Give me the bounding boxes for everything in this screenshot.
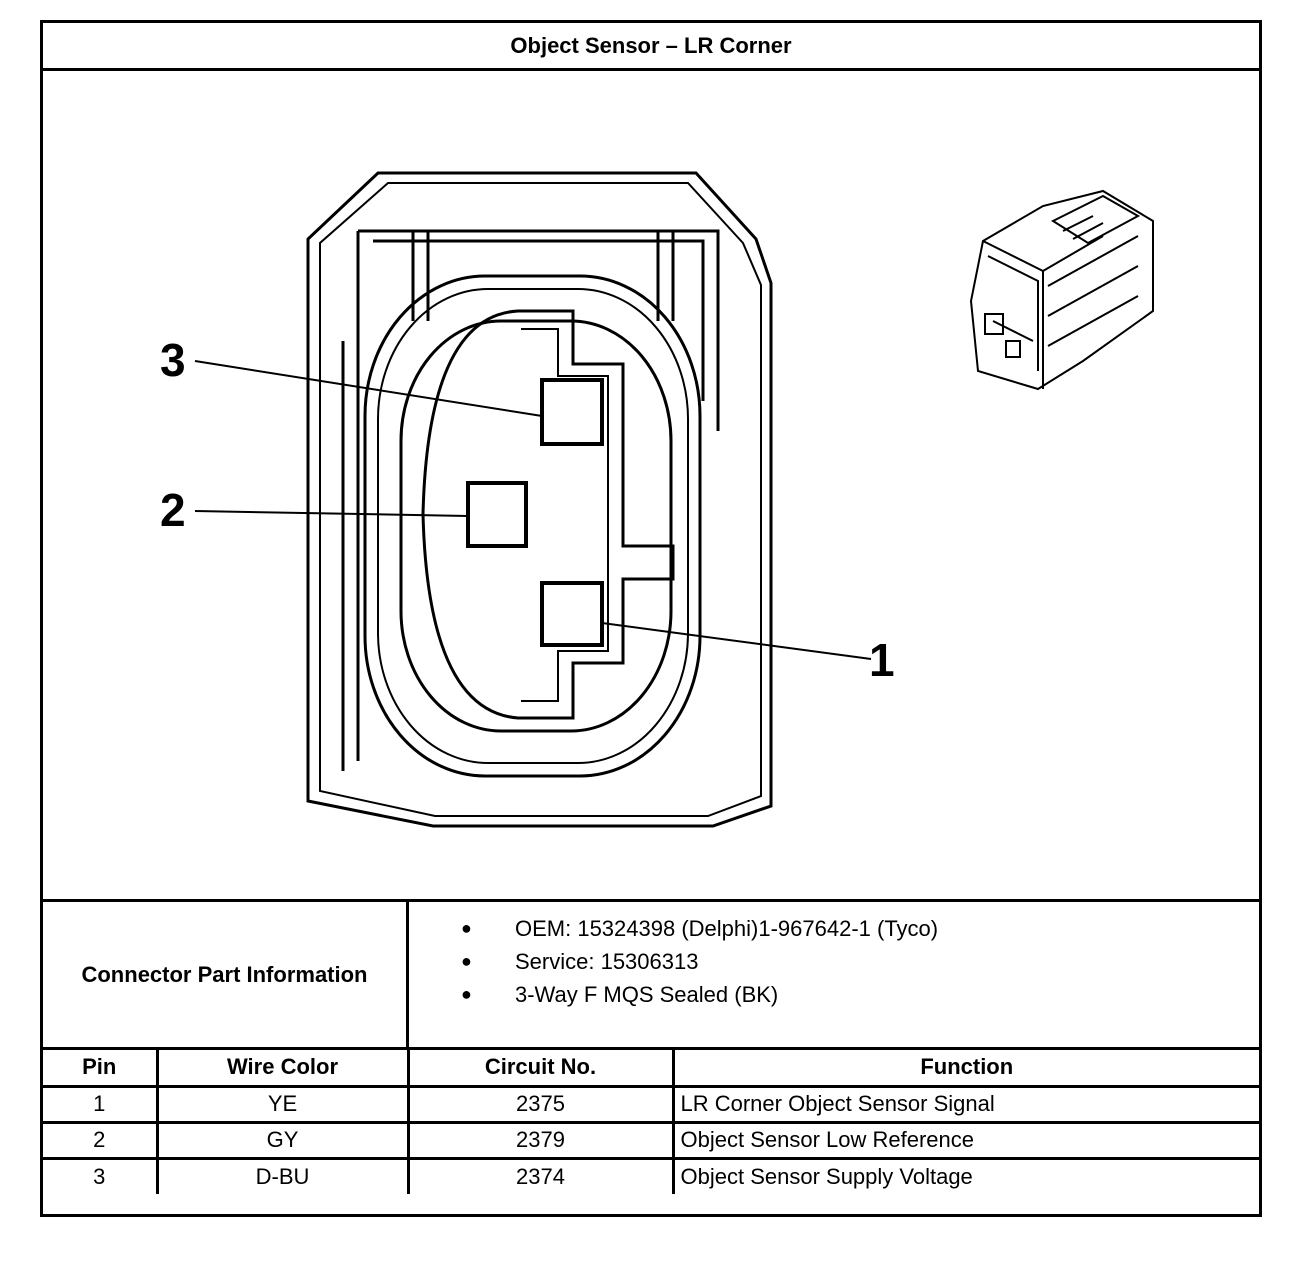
circuit-cell: 2374 xyxy=(406,1156,675,1194)
function-cell: LR Corner Object Sensor Signal xyxy=(671,1084,1259,1124)
cavity-label-3: 3 xyxy=(160,334,186,386)
connector-thumbnail xyxy=(969,189,1154,391)
bullet-icon: ● xyxy=(461,951,472,971)
connector-face-figure: 3 2 1 xyxy=(43,71,1259,899)
function-cell: Object Sensor Supply Voltage xyxy=(671,1156,1259,1194)
connector-sheet: Object Sensor – LR Corner xyxy=(40,20,1262,1217)
table-row: 2 GY 2379 Object Sensor Low Reference xyxy=(43,1120,1259,1160)
header-wire-color: Wire Color xyxy=(155,1050,410,1088)
cavity-2 xyxy=(466,481,528,548)
table-header-row: Pin Wire Color Circuit No. Function xyxy=(43,1050,1259,1088)
header-function: Function xyxy=(671,1050,1259,1088)
pin-cell: 3 xyxy=(43,1156,159,1194)
bullet-icon: ● xyxy=(461,918,472,938)
connector-face-drawing xyxy=(194,171,1154,828)
cavity-3 xyxy=(540,378,604,446)
list-item: ●3-Way F MQS Sealed (BK) xyxy=(409,978,1259,1011)
housing-outline xyxy=(306,171,773,828)
seal-outer xyxy=(363,274,702,778)
page-title: Object Sensor – LR Corner xyxy=(43,23,1259,71)
list-item: ●Service: 15306313 xyxy=(409,945,1259,978)
terminal-insert xyxy=(421,309,675,720)
wire-color-cell: YE xyxy=(155,1084,410,1124)
wire-color-cell: D-BU xyxy=(155,1156,410,1194)
header-circuit-no: Circuit No. xyxy=(406,1050,675,1088)
list-item: ●OEM: 15324398 (Delphi)1-967642-1 (Tyco) xyxy=(409,912,1259,945)
circuit-cell: 2379 xyxy=(406,1120,675,1160)
pin-cell: 2 xyxy=(43,1120,159,1160)
connector-info-list: ●OEM: 15324398 (Delphi)1-967642-1 (Tyco)… xyxy=(409,902,1259,1047)
table-row: 3 D-BU 2374 Object Sensor Supply Voltage xyxy=(43,1156,1259,1194)
circuit-cell: 2375 xyxy=(406,1084,675,1124)
table-row: 1 YE 2375 LR Corner Object Sensor Signal xyxy=(43,1084,1259,1124)
cavity-1 xyxy=(540,581,604,647)
cavity-label-2: 2 xyxy=(160,484,186,536)
connector-info-row: Connector Part Information ●OEM: 1532439… xyxy=(43,899,1259,1050)
seal-inner xyxy=(399,319,673,733)
connector-info-label: Connector Part Information xyxy=(43,902,409,1047)
function-cell: Object Sensor Low Reference xyxy=(671,1120,1259,1160)
wire-color-cell: GY xyxy=(155,1120,410,1160)
bullet-icon: ● xyxy=(461,984,472,1004)
housing-inner-outline xyxy=(319,182,762,817)
pin-cell: 1 xyxy=(43,1084,159,1124)
pin-table: Pin Wire Color Circuit No. Function 1 YE… xyxy=(43,1050,1259,1194)
cavity-label-1: 1 xyxy=(869,634,895,686)
seal-middle xyxy=(377,288,689,764)
header-pin: Pin xyxy=(43,1050,159,1088)
